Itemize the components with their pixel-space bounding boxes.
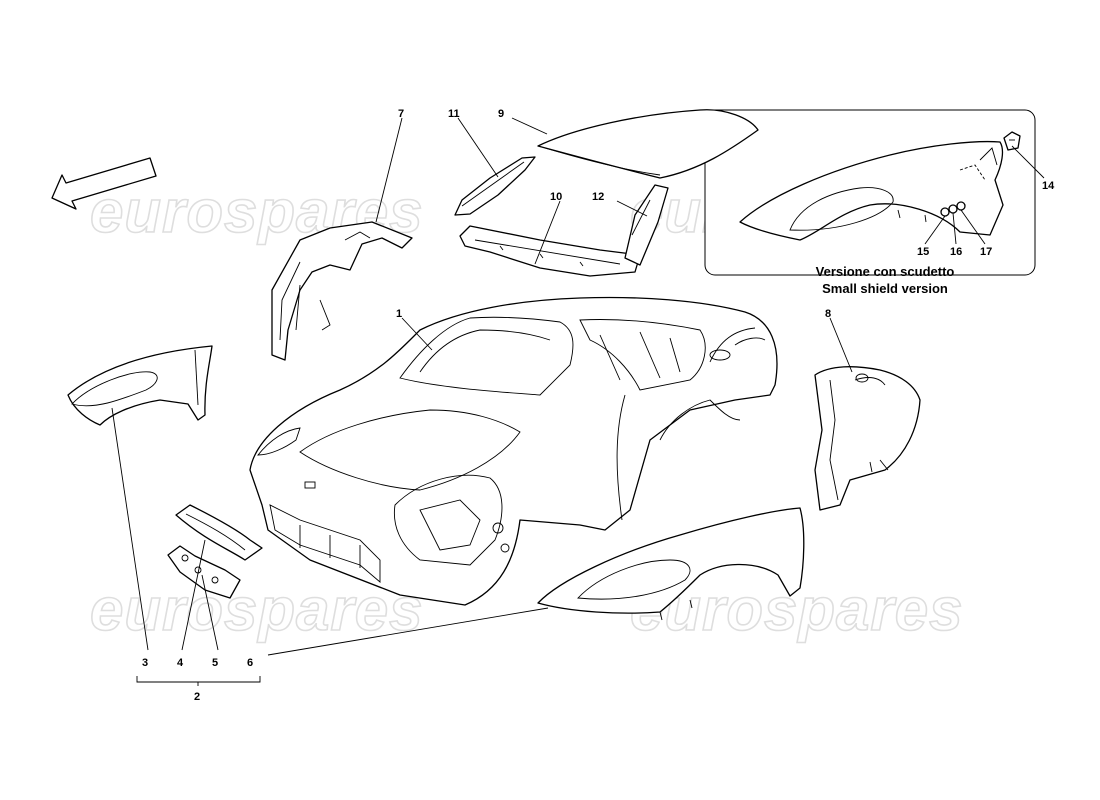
front-fender-right (537, 507, 805, 621)
leader-lines (111, 117, 853, 686)
inset-caption-line2: Small shield version (822, 281, 948, 296)
callout-3: 3 (142, 657, 148, 669)
callouts: 7 11 9 10 12 1 8 3 4 5 6 2 (142, 108, 831, 703)
roof-panel (537, 109, 759, 179)
shield-badge-icon (1003, 131, 1021, 151)
callout-11: 11 (448, 108, 460, 120)
callout-9: 9 (498, 108, 504, 120)
front-inner-panel (175, 504, 263, 561)
callout-1: 1 (396, 308, 402, 320)
front-fender-left (67, 345, 213, 426)
callout-8: 8 (825, 308, 831, 320)
callout-10: 10 (550, 191, 562, 203)
callout-15: 15 (917, 246, 929, 258)
callout-17: 17 (980, 246, 992, 258)
rear-wheelhouse-inner (271, 221, 413, 361)
watermark-bottom-left: eurospares (90, 576, 424, 643)
callout-6: 6 (247, 657, 253, 669)
callout-4: 4 (177, 657, 184, 669)
rear-pillar (624, 184, 669, 266)
inset-caption-line1: Versione con scudetto (816, 264, 955, 279)
body-shell (249, 296, 778, 606)
windscreen-crossmember (459, 225, 641, 277)
inset-rear-wing (739, 140, 1004, 241)
callout-7: 7 (398, 108, 404, 120)
watermark-top-left: eurospares (90, 178, 424, 245)
rear-quarter-panel (814, 366, 921, 511)
shield-version-inset: 14 15 16 17 Versione con scudetto Small … (704, 109, 1055, 296)
windscreen-pillar (454, 156, 536, 216)
callout-12: 12 (592, 191, 604, 203)
front-direction-arrow-icon (51, 157, 157, 210)
callout-14: 14 (1042, 180, 1055, 192)
callout-16: 16 (950, 246, 962, 258)
callout-2: 2 (194, 691, 200, 703)
callout-5: 5 (212, 657, 218, 669)
